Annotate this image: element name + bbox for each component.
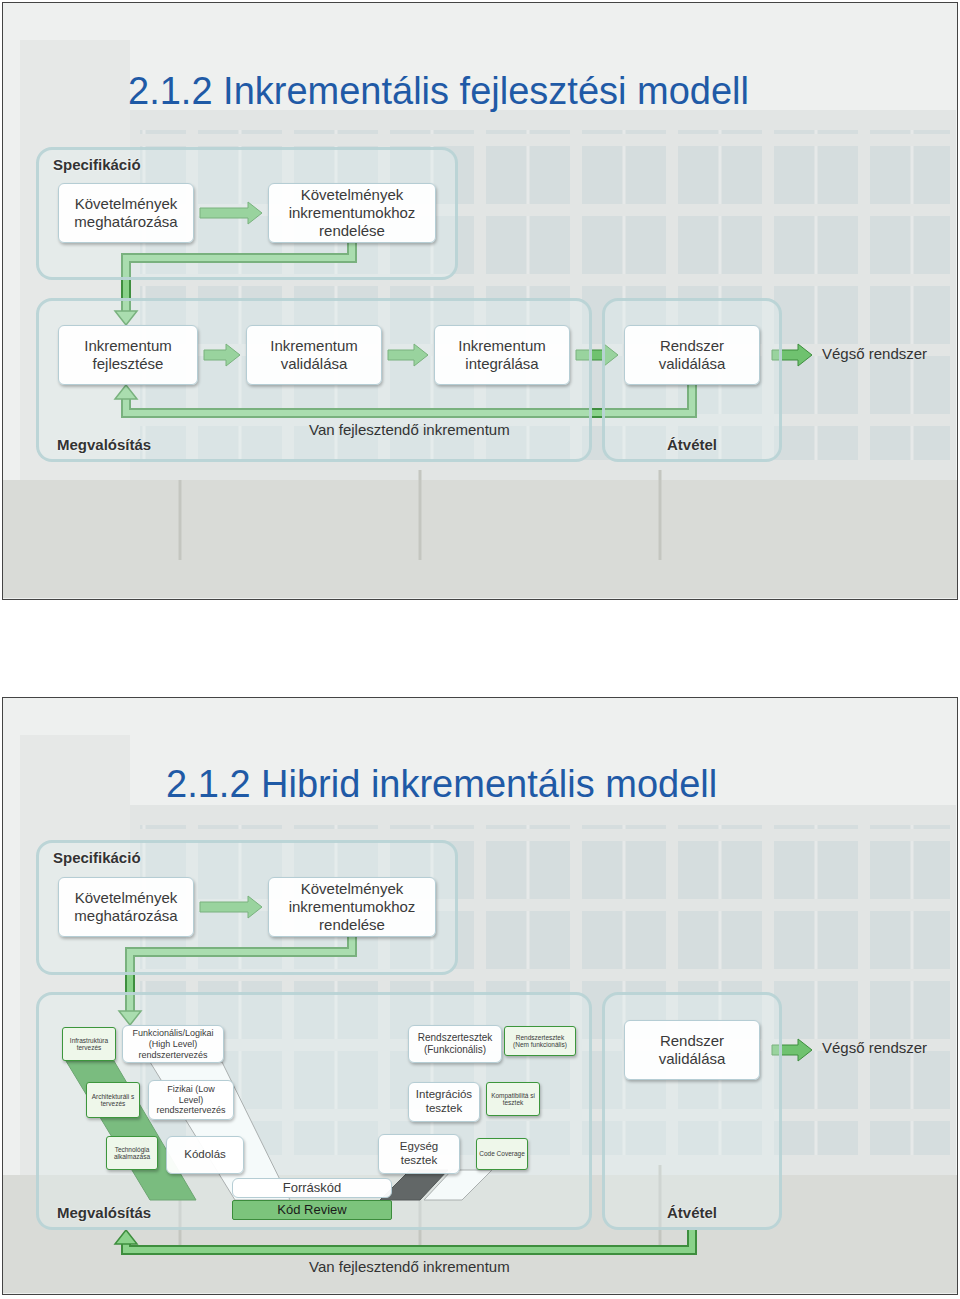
box-text: Rendszer validálása: [630, 1032, 754, 1068]
box-text: Forráskód: [237, 1180, 387, 1196]
phase-panel: Megvalósítás Infrastruktúra tervezés Funkc…: [36, 992, 592, 1230]
process-box: Rendszer validálása: [624, 1020, 760, 1080]
slide-title: 2.1.2 Inkrementális fejlesztési modell: [128, 70, 749, 113]
panel-heading: Megvalósítás: [57, 1204, 151, 1221]
process-box: Funkcionális/Logikai (High Level) rendsz…: [122, 1025, 224, 1063]
process-box: Egység tesztek: [378, 1134, 460, 1174]
process-box: Rendszer validálása: [624, 325, 760, 385]
box-text: Kódolás: [172, 1148, 238, 1162]
slide-title: 2.1.2 Hibrid inkrementális modell: [166, 763, 717, 806]
activity-box: Rendszertesztek (Nem funkcionális): [504, 1026, 576, 1056]
building-photo: [3, 698, 958, 1295]
process-box: Követelmények meghatározása: [58, 877, 194, 937]
process-box: Integrációs tesztek: [408, 1082, 480, 1122]
activity-box: Infrastruktúra tervezés: [62, 1027, 116, 1061]
process-box: Fizikai (Low Level) rendszertervezés: [148, 1080, 234, 1120]
box-text: Követelmények meghatározása: [64, 889, 188, 925]
building-photo: [3, 3, 958, 600]
activity-box: Code Coverage: [476, 1138, 528, 1170]
box-text: Technológia alkalmazása: [109, 1146, 155, 1161]
process-box: Inkrementum integrálása: [434, 325, 570, 385]
box-text: Kompatibilitá si tesztek: [489, 1092, 537, 1107]
box-text: Inkrementum validálása: [252, 337, 376, 373]
process-box: Követelmények inkrementumokhoz rendelése: [268, 183, 436, 243]
activity-box: Kompatibilitá si tesztek: [486, 1082, 540, 1116]
box-text: Követelmények inkrementumokhoz rendelése: [274, 186, 430, 240]
panel-heading: Megvalósítás: [57, 436, 151, 453]
box-text: Inkrementum fejlesztése: [64, 337, 192, 373]
edge-label: Van fejlesztendő inkrementum: [309, 1258, 510, 1275]
process-box: Követelmények meghatározása: [58, 183, 194, 243]
activity-box: Architekturáli s tervezés: [86, 1082, 140, 1118]
box-text: Kód Review: [237, 1202, 387, 1218]
activity-box: Technológia alkalmazása: [106, 1136, 158, 1170]
phase-panel: SpecifikációKövetelmények meghatározása K…: [36, 840, 458, 975]
box-text: Rendszertesztek (Funkcionális): [414, 1032, 496, 1056]
box-text: Fizikai (Low Level) rendszertervezés: [154, 1084, 228, 1116]
flow-arrow: [115, 1230, 692, 1250]
output-label: Végső rendszer: [822, 345, 927, 362]
box-text: Funkcionális/Logikai (High Level) rendsz…: [128, 1028, 218, 1060]
arrow-line: [126, 1230, 692, 1250]
building-photo: [659, 470, 662, 560]
building-photo: [179, 480, 182, 560]
process-box: Rendszertesztek (Funkcionális): [408, 1025, 502, 1063]
process-box: Követelmények inkrementumokhoz rendelése: [268, 877, 436, 937]
box-text: Követelmények meghatározása: [64, 195, 188, 231]
edge-label: Van fejlesztendő inkrementum: [309, 421, 510, 438]
panel-heading: Specifikáció: [53, 156, 141, 173]
box-text: Integrációs tesztek: [414, 1088, 474, 1116]
process-box: Forráskód: [232, 1178, 392, 1198]
arrow-head: [115, 1230, 137, 1244]
box-text: Inkrementum integrálása: [440, 337, 564, 373]
box-text: Rendszer validálása: [630, 337, 754, 373]
building-photo: [419, 470, 422, 560]
activity-box: Kód Review: [232, 1200, 392, 1220]
panel-heading: Specifikáció: [53, 849, 141, 866]
arrow-line: [126, 1230, 692, 1250]
building-photo: [3, 480, 957, 598]
phase-panel: SpecifikációKövetelmények meghatározása K…: [36, 147, 458, 280]
phase-panel: Átvétel Rendszer validálása: [602, 298, 782, 462]
box-text: Rendszertesztek (Nem funkcionális): [507, 1034, 573, 1049]
box-text: Code Coverage: [479, 1150, 525, 1157]
process-box: Inkrementum validálása: [246, 325, 382, 385]
process-box: Kódolás: [166, 1136, 244, 1174]
panel-heading: Átvétel: [605, 1204, 779, 1221]
panel-heading: Átvétel: [605, 436, 779, 453]
process-box: Inkrementum fejlesztése: [58, 325, 198, 385]
phase-panel: Átvétel Rendszer validálása: [602, 992, 782, 1230]
box-text: Architekturáli s tervezés: [89, 1093, 137, 1108]
output-label: Végső rendszer: [822, 1039, 927, 1056]
building-photo: [3, 3, 958, 600]
box-text: Infrastruktúra tervezés: [65, 1037, 113, 1052]
box-text: Követelmények inkrementumokhoz rendelése: [274, 880, 430, 934]
box-text: Egység tesztek: [384, 1140, 454, 1168]
